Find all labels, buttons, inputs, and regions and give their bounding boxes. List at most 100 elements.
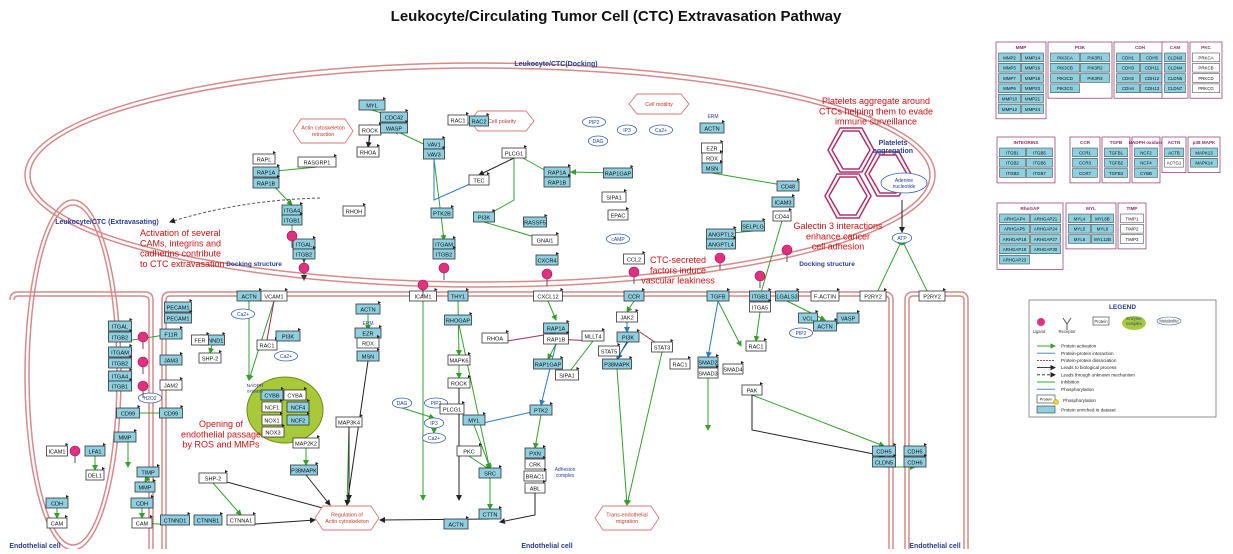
- protein-node-cd44[interactable]: CD44: [772, 208, 792, 222]
- protein-node-cam[interactable]: CAM: [131, 515, 153, 529]
- protein-node-cam[interactable]: CAM: [46, 515, 68, 529]
- protein-node-itgam[interactable]: ITGAM: [108, 344, 133, 358]
- protein-node-itgb2[interactable]: ITGB2: [108, 355, 133, 369]
- protein-node-myl[interactable]: MYL: [462, 412, 486, 426]
- protein-node-pxn[interactable]: PXN: [524, 445, 546, 459]
- protein-node-itgb2[interactable]: ITGB2: [292, 246, 316, 260]
- protein-node-tgfb[interactable]: TGFB: [706, 288, 730, 302]
- protein-node-map3k4[interactable]: MAP3K4: [335, 414, 363, 428]
- protein-node-actn[interactable]: ACTN: [443, 516, 469, 530]
- protein-node-rac1[interactable]: RAC1: [447, 112, 469, 126]
- protein-node-ctnnd1[interactable]: CTNND1: [160, 512, 191, 526]
- protein-node-msn[interactable]: MSN: [356, 348, 380, 362]
- protein-node-plcg1[interactable]: PLCG1: [439, 401, 465, 415]
- protein-node-smad3[interactable]: SMAD3: [697, 365, 719, 379]
- protein-node-itgb1[interactable]: ITGB1: [749, 288, 772, 302]
- protein-node-rap1b[interactable]: RAP1B: [543, 174, 571, 188]
- protein-node-map2k2[interactable]: MAP2K2: [292, 435, 320, 449]
- protein-node-rapl[interactable]: RAPL: [252, 151, 276, 165]
- protein-node-shp-2[interactable]: SHP-2: [198, 350, 222, 364]
- protein-node-tec[interactable]: TEC: [468, 172, 490, 186]
- protein-node-crk[interactable]: CRK: [524, 456, 546, 470]
- protein-node-stat3[interactable]: STAT3: [651, 339, 674, 353]
- protein-node-sipa1[interactable]: SIPA1: [601, 189, 627, 203]
- protein-node-ncf1[interactable]: NCF1: [261, 399, 283, 413]
- protein-node-jak2[interactable]: JAK2: [616, 309, 639, 323]
- protein-node-itgb1[interactable]: ITGB1: [108, 378, 133, 392]
- protein-node-actn[interactable]: ACTN: [699, 120, 725, 134]
- protein-node-myl[interactable]: MYL: [358, 97, 386, 111]
- protein-node-f-actin[interactable]: F-ACTIN: [810, 288, 840, 302]
- protein-node-sipa1[interactable]: SIPA1: [555, 367, 580, 381]
- protein-node-ptk2b[interactable]: PTK2B: [430, 205, 454, 219]
- protein-node-cdh5[interactable]: CDH5: [872, 443, 897, 457]
- protein-node-msn[interactable]: MSN: [701, 160, 723, 174]
- protein-node-brac1[interactable]: BRAC1: [523, 468, 547, 482]
- protein-node-cd48[interactable]: CD48: [776, 178, 800, 192]
- protein-node-rap1gap[interactable]: RAP1GAP: [533, 356, 564, 370]
- protein-node-mmp[interactable]: MMP: [113, 429, 137, 443]
- protein-node-pi3k[interactable]: PI3K: [473, 209, 496, 223]
- protein-node-cldn5[interactable]: CLDN5: [872, 454, 897, 468]
- protein-node-plcg1[interactable]: PLCG1: [501, 145, 527, 159]
- protein-node-pecam1[interactable]: PECAM1: [164, 299, 193, 313]
- protein-node-cd99[interactable]: CD99: [159, 405, 184, 419]
- protein-node-actn[interactable]: ACTN: [236, 288, 262, 302]
- protein-node-abl[interactable]: ABL: [524, 480, 546, 494]
- protein-node-cdh6[interactable]: CDH6: [903, 454, 927, 468]
- protein-node-p2ry2[interactable]: P2RY2: [859, 288, 887, 302]
- protein-node-rock[interactable]: ROCK: [447, 375, 471, 389]
- protein-node-cdh[interactable]: CDH: [45, 495, 69, 509]
- protein-node-rhogap[interactable]: RHOGAP: [444, 312, 473, 326]
- protein-node-jam2[interactable]: JAM2: [159, 377, 183, 391]
- protein-node-vav3[interactable]: VAV3: [423, 146, 446, 160]
- protein-node-pi3k[interactable]: PI3K: [616, 329, 640, 343]
- protein-node-rap1b[interactable]: RAP1B: [543, 331, 570, 345]
- protein-node-rhoa[interactable]: RHOA: [356, 144, 380, 158]
- protein-node-actn[interactable]: ACTN: [813, 318, 838, 332]
- protein-node-ncf2[interactable]: NCF2: [286, 412, 310, 426]
- protein-node-vcl[interactable]: VCL: [798, 310, 819, 324]
- protein-node-ncf4[interactable]: NCF4: [286, 399, 310, 413]
- protein-node-vcam1[interactable]: VCAM1: [260, 288, 288, 302]
- protein-node-mllt4[interactable]: MLLT4: [581, 328, 605, 342]
- protein-node-rasgrp1[interactable]: RASGRP1: [297, 154, 337, 168]
- protein-node-timp[interactable]: TIMP: [136, 464, 160, 478]
- protein-node-itga5[interactable]: ITGA5: [749, 299, 772, 313]
- protein-node-itgb2[interactable]: ITGB2: [108, 329, 133, 343]
- protein-node-vasp[interactable]: VASP: [836, 310, 860, 324]
- protein-node-epac[interactable]: EPAC: [607, 207, 629, 221]
- protein-node-mmp[interactable]: MMP: [134, 479, 156, 493]
- protein-node-rhoa[interactable]: RHOA: [481, 330, 509, 344]
- protein-node-rap1a[interactable]: RAP1A: [252, 164, 280, 178]
- protein-node-actn[interactable]: ACTN: [355, 301, 381, 315]
- protein-node-cttn[interactable]: CTTN: [478, 506, 502, 520]
- protein-node-rassf5[interactable]: RASSF5: [523, 214, 548, 228]
- protein-node-p38mapk[interactable]: P38MAPK: [602, 356, 633, 370]
- protein-node-cdh[interactable]: CDH: [130, 495, 154, 509]
- protein-node-rac1[interactable]: RAC1: [745, 338, 767, 352]
- protein-node-rap1b[interactable]: RAP1B: [252, 175, 280, 189]
- protein-node-f11r[interactable]: F11R: [159, 326, 183, 340]
- protein-node-cdc42[interactable]: CDC42: [380, 109, 409, 123]
- protein-node-mapk6[interactable]: MAPK6: [447, 352, 471, 366]
- protein-node-nox3[interactable]: NOX3: [261, 424, 285, 438]
- protein-node-smad2[interactable]: SMAD2: [697, 354, 719, 368]
- protein-node-rap1a[interactable]: RAP1A: [543, 320, 570, 334]
- protein-node-rac1[interactable]: RAC1: [669, 356, 691, 370]
- protein-node-pecam1[interactable]: PECAM1: [164, 310, 193, 324]
- protein-node-cxcl12[interactable]: CXCL12: [533, 288, 564, 302]
- protein-node-jam3[interactable]: JAM3: [159, 352, 183, 366]
- protein-node-rdx[interactable]: RDX: [356, 335, 380, 349]
- protein-node-angptl4[interactable]: ANGPTL4: [706, 236, 737, 250]
- protein-node-vav1[interactable]: VAV1: [423, 136, 446, 150]
- protein-node-gnai1[interactable]: GNAI1: [531, 232, 559, 246]
- protein-node-itga4[interactable]: ITGA4: [281, 202, 303, 216]
- protein-node-rap1gap[interactable]: RAP1GAP: [603, 165, 634, 179]
- protein-node-pi3k[interactable]: PI3K: [275, 328, 301, 342]
- protein-node-pkc[interactable]: PKC: [456, 443, 482, 457]
- protein-node-lfa1[interactable]: LFA1: [84, 443, 106, 457]
- protein-node-pak[interactable]: PAK: [741, 382, 763, 396]
- protein-node-icam3[interactable]: ICAM3: [771, 194, 795, 208]
- protein-node-ccl2[interactable]: CCL2: [623, 251, 646, 265]
